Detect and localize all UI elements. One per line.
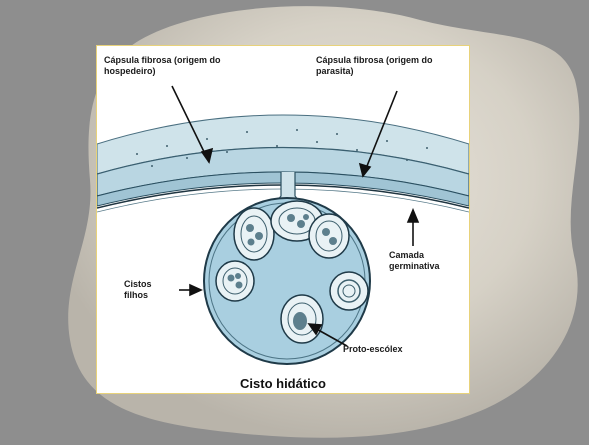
germinal-layer-label: Camada germinativa [389,250,449,272]
daughter-cysts-label: Cistos filhos [124,279,164,301]
protoscolex-label: Proto-escólex [343,344,443,355]
diagram-card: Cápsula fibrosa (origem do hospedeiro) C… [96,45,470,394]
protoscolex-cyst [281,295,323,343]
diagram-caption: Cisto hidático [97,376,469,391]
host-capsule-label: Cápsula fibrosa (origem do hospedeiro) [104,55,254,77]
hydatid-cyst-diagram [97,46,469,393]
parasite-capsule-label: Cápsula fibrosa (origem do parasita) [316,55,456,77]
